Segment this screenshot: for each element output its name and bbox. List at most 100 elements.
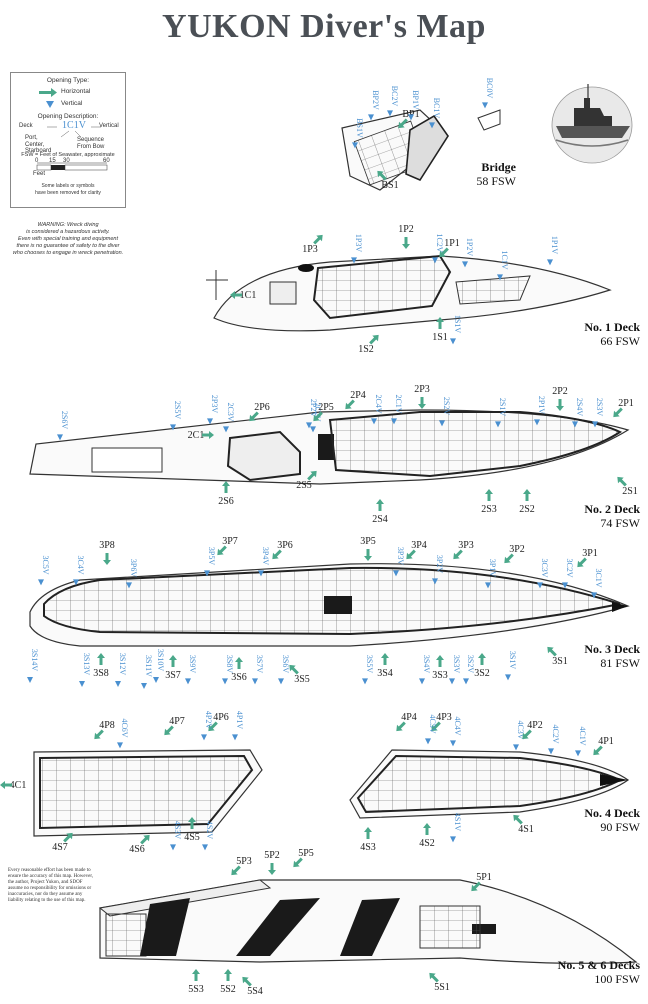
opening-label: 2P2V <box>309 399 318 417</box>
legend-side-labels: Port, Center, Starboard <box>25 135 65 155</box>
opening-label: 1P3 <box>302 244 318 255</box>
opening-label: 4S3V <box>173 821 182 839</box>
opening-label: 2S3 <box>481 504 497 515</box>
deck-name-1: No. 1 Deck <box>584 320 640 334</box>
warning-line: is considered a hazardous activity. <box>26 229 110 235</box>
opening-marker-4p2v: 4P2V <box>201 711 213 741</box>
vertical-arrow-icon <box>432 578 438 585</box>
legend-scale-tick: 30 <box>63 158 70 164</box>
opening-marker-3p8: 3P8 <box>99 540 115 565</box>
vertical-arrow-icon <box>126 582 132 589</box>
horizontal-arrow-icon <box>613 407 623 418</box>
opening-marker-5s2: 5S2 <box>220 969 236 995</box>
opening-marker-3s12v: 3S12V <box>115 653 127 687</box>
opening-marker-bc1v: BC1V <box>429 98 441 129</box>
vertical-arrow-icon <box>387 110 393 117</box>
opening-label: 2S5V <box>173 401 182 419</box>
opening-label: 2P5 <box>318 402 334 413</box>
horizontal-arrow-icon <box>523 489 531 501</box>
opening-marker-3p1v: 3P1V <box>485 559 497 589</box>
opening-label: 3S2V <box>466 655 475 673</box>
opening-marker-5s3: 5S3 <box>188 969 204 995</box>
legend-note-2: have been removed for clarity <box>35 190 101 196</box>
opening-marker-4p4: 4P4 <box>396 712 417 732</box>
warning-line: WARNING: Wreck diving <box>37 222 99 228</box>
opening-marker-3s2v: 3S2V <box>463 655 475 685</box>
horizontal-arrow-icon <box>169 655 177 667</box>
opening-label: 4S3 <box>360 842 376 853</box>
opening-label: 4S2V <box>205 821 214 839</box>
horizontal-arrow-icon <box>522 729 532 740</box>
opening-label: 2S6 <box>218 496 234 507</box>
opening-marker-2p4: 2P4 <box>345 390 366 410</box>
opening-label: 3P2V <box>435 555 444 573</box>
opening-marker-5p5: 5P5 <box>293 848 314 868</box>
vertical-arrow-icon <box>117 742 123 749</box>
opening-marker-4p3: 4P3 <box>431 712 452 732</box>
horizontal-arrow-icon <box>396 721 406 732</box>
horizontal-arrow-icon <box>556 399 564 411</box>
horizontal-arrow-icon <box>504 553 514 564</box>
opening-marker-3s13v: 3S13V <box>79 653 91 687</box>
opening-label: BP1V <box>411 90 420 110</box>
opening-marker-3s2: 3S2 <box>474 653 490 679</box>
opening-marker-3s14v: 3S14V <box>27 649 39 683</box>
opening-marker-3c1v: 3C1V <box>591 568 603 599</box>
horizontal-arrow-icon <box>224 969 232 981</box>
horizontal-arrow-icon <box>593 745 603 756</box>
opening-marker-5p1: 5P1 <box>471 872 492 892</box>
opening-marker-1s1v: 1S1V <box>450 315 462 345</box>
horizontal-arrow-icon <box>94 729 104 740</box>
horizontal-arrow-icon <box>513 814 523 825</box>
opening-label: 5P1 <box>476 872 492 883</box>
opening-label: 3C5V <box>41 555 50 574</box>
opening-label: 3S4 <box>377 668 393 679</box>
opening-label: 4P2 <box>527 720 543 731</box>
opening-label: BS1V <box>355 118 364 138</box>
horizontal-arrow-icon <box>431 721 441 732</box>
opening-marker-1s2: 1S2 <box>358 334 379 355</box>
vertical-arrow-icon <box>393 570 399 577</box>
opening-label: BS1 <box>381 180 398 191</box>
opening-label: 3P5 <box>360 536 376 547</box>
opening-label: 2S2 <box>519 504 535 515</box>
opening-label: 4S5 <box>184 832 200 843</box>
vertical-arrow-icon <box>223 426 229 433</box>
opening-marker-2s4v: 2S4V <box>572 398 584 428</box>
vertical-arrow-icon <box>495 421 501 428</box>
warning-line: who chooses to engage in wreck penetrati… <box>12 250 124 256</box>
horizontal-arrow-icon <box>547 646 557 657</box>
legend-box: Opening Type: Horizontal Vertical Openin… <box>10 72 126 208</box>
opening-label: 3P8 <box>99 540 115 551</box>
horizontal-arrow-icon <box>436 317 444 329</box>
opening-marker-2s5: 2S5 <box>296 470 317 491</box>
opening-marker-bp1v: BP1V <box>408 90 420 121</box>
vertical-arrow-icon <box>351 257 357 264</box>
horizontal-arrow-icon <box>249 411 259 422</box>
opening-label: 3S7V <box>255 655 264 673</box>
opening-marker-4p1v: 4P1V <box>232 711 244 741</box>
vertical-arrow-icon <box>170 844 176 851</box>
vertical-arrow-icon <box>439 420 445 427</box>
horizontal-arrow-icon <box>406 549 416 560</box>
opening-label: 3P4V <box>261 547 270 565</box>
deck-fsw-3: 81 FSW <box>600 656 640 670</box>
deck-name-bridge: Bridge <box>481 160 516 174</box>
opening-marker-2c1v: 2C1V <box>391 394 403 425</box>
opening-marker-3s8: 3S8 <box>93 653 109 679</box>
opening-marker-1s1: 1S1 <box>432 317 448 343</box>
horizontal-arrow-icon <box>381 653 389 665</box>
opening-label: 4C4V <box>453 716 462 735</box>
opening-marker-4c1: 4C1 <box>0 780 26 791</box>
opening-label: 1C2V <box>435 233 444 252</box>
opening-label: 4P1 <box>598 736 614 747</box>
opening-label: 3P6 <box>277 540 293 551</box>
opening-marker-2s6: 2S6 <box>218 481 234 507</box>
opening-marker-3s1v: 3S1V <box>505 651 517 681</box>
opening-marker-4c1v: 4C1V <box>575 726 587 757</box>
opening-marker-4p7: 4P7 <box>164 716 185 736</box>
legend-description-heading: Opening Description: <box>37 113 99 120</box>
horizontal-arrow-icon <box>429 972 439 983</box>
vertical-arrow-icon <box>185 678 191 685</box>
